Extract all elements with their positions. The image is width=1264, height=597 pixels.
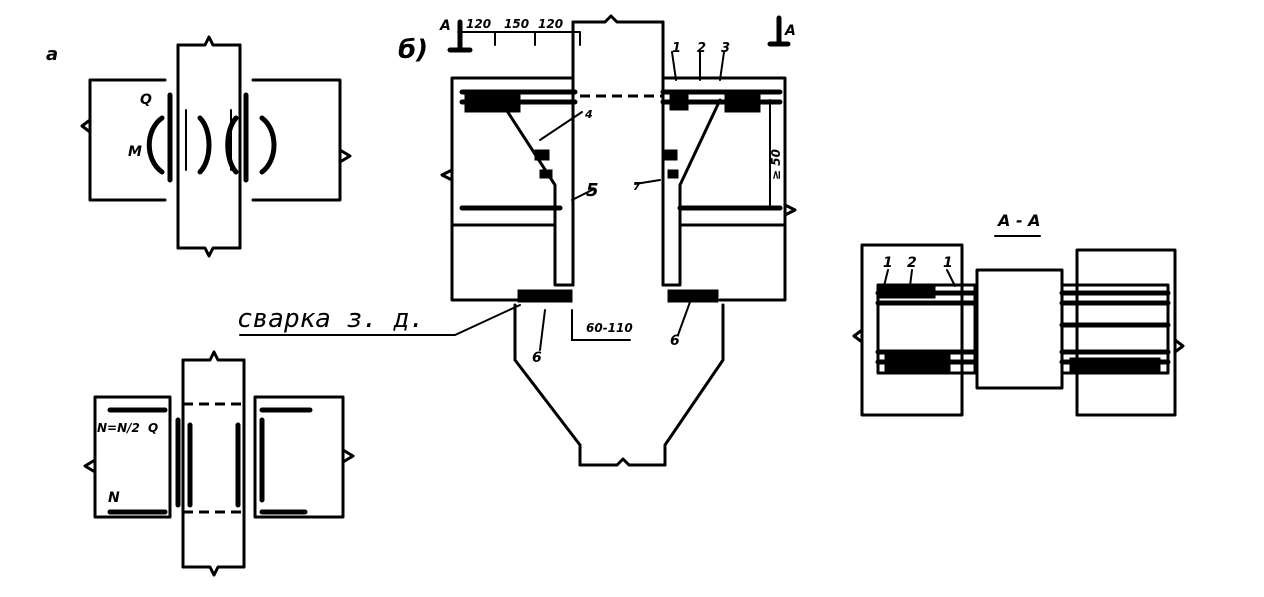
dim-chain-top: [457, 31, 581, 46]
part-1: 1: [672, 41, 681, 56]
aa-left-web: [876, 283, 977, 375]
left-beam-b: [93, 395, 172, 519]
right-beam-break: [338, 148, 352, 164]
gap-dim-line: [571, 309, 631, 341]
section-aa-title: А - А: [996, 211, 1041, 230]
aa-right-beam: [1075, 248, 1177, 417]
part-4: 4: [584, 108, 593, 121]
part-7: 7: [633, 180, 641, 193]
label-q-b: Q: [148, 421, 158, 435]
left-beam-outline: [88, 78, 167, 202]
weld-left-mid: [534, 149, 553, 179]
aa-left-welds: [879, 284, 951, 373]
column-outline: [176, 43, 242, 250]
part-6-left: 6: [532, 350, 542, 366]
bottom-plate-right: [667, 289, 719, 303]
dim-height: ≥ 50: [769, 149, 783, 180]
beam-right-outline: [661, 76, 787, 302]
aa-left-break: [852, 328, 864, 344]
fig-a-top: а Q M: [46, 35, 352, 258]
web-lines: [175, 417, 265, 508]
section-aa: А - А 1 2 1: [852, 211, 1185, 417]
section-mark-right: A: [784, 23, 796, 39]
column-b-dashed: [183, 402, 244, 514]
right-beam-b: [253, 395, 345, 519]
lower-column-break: [578, 457, 667, 467]
section-arrows: [447, 15, 791, 53]
moment-arrow-right: [259, 115, 277, 175]
weld-left-top: [464, 91, 521, 113]
right-beam-outline: [251, 78, 342, 202]
dim-gap: 60-110: [586, 321, 633, 335]
column-b-break-top: [181, 350, 246, 362]
moment-arrow-left: [146, 115, 165, 175]
aa-right-break: [1173, 338, 1185, 354]
fig-b-label: б): [398, 35, 428, 65]
right-beam-b-break: [341, 448, 355, 464]
force-lines: [107, 407, 313, 515]
aa-column: [975, 268, 1064, 390]
fig-a-label: а: [46, 44, 58, 65]
column-break-top: [176, 35, 242, 47]
column-b: [181, 358, 246, 569]
shear-lines: [167, 92, 249, 183]
bottom-plate-left: [517, 289, 573, 303]
moment-arrow-mid2: [225, 115, 239, 175]
weld-note-leader: [239, 304, 521, 336]
part-2: 2: [697, 41, 706, 56]
column-break-bottom: [176, 246, 242, 258]
gusset-right: [661, 98, 722, 287]
aa-leaders: [883, 269, 956, 287]
leader-lines: [539, 51, 725, 351]
aa-right-bars: [1059, 290, 1171, 365]
aa-label-2: 2: [907, 255, 917, 271]
beam-right-break: [783, 203, 797, 217]
section-mark-left: A: [439, 18, 451, 34]
label-m: M: [128, 144, 142, 160]
label-n: N: [108, 490, 120, 506]
dim-120b: 120: [538, 17, 563, 31]
weld-note: сварка з. д.: [237, 304, 425, 334]
left-beam-break: [80, 118, 92, 134]
beam-left-outline: [450, 76, 575, 302]
dim-150: 150: [504, 17, 529, 31]
aa-left-beam: [860, 243, 964, 417]
dim-120a: 120: [466, 17, 491, 31]
beam-left-break: [440, 168, 454, 182]
column-b-break-bottom: [181, 565, 246, 577]
part-6-right: 6: [670, 333, 680, 349]
aa-right-welds: [1069, 357, 1161, 373]
fig-a-bottom: N=N/2 Q N: [83, 350, 355, 577]
part-3: 3: [721, 41, 730, 56]
aa-label-1b: 1: [943, 255, 953, 271]
aa-left-bars: [875, 290, 978, 365]
aa-right-web: [1060, 283, 1170, 375]
column-sides: [571, 20, 665, 287]
gusset-left: [498, 98, 575, 287]
label-q: Q: [140, 92, 152, 108]
lower-column: [513, 303, 725, 467]
aa-label-1: 1: [883, 255, 893, 271]
left-beam-b-break: [83, 458, 97, 474]
inner-lines: [185, 109, 232, 171]
fig-b: б) A A 120 150 120: [237, 14, 797, 467]
weld-right-mid: [664, 149, 679, 179]
column-top-break: [571, 14, 665, 24]
moment-arrow-mid: [197, 115, 212, 175]
weld-right-top: [669, 89, 761, 113]
label-n-half: N=N/2: [97, 421, 140, 435]
